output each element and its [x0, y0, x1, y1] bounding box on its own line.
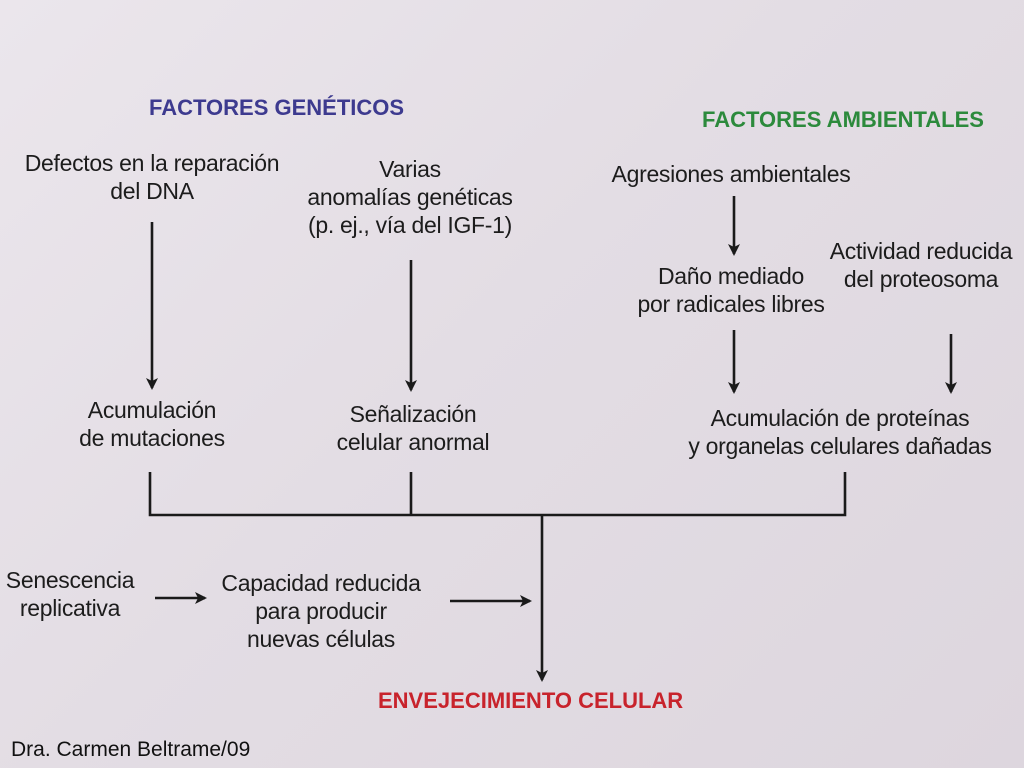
- merge-bracket: [148, 472, 847, 517]
- header-factores-ambientales: FACTORES AMBIENTALES: [702, 107, 984, 132]
- node-replicative-senescence: Senescencia replicativa: [5, 567, 135, 621]
- node-dna-repair-defects: Defectos en la reparación del DNA: [24, 150, 280, 204]
- node-reduced-capacity: Capacidad reducida para producir nuevas …: [221, 570, 421, 652]
- node-protein-organelle-accumulation: Acumulación de proteínas y organelas cel…: [688, 405, 992, 459]
- header-factores-geneticos: FACTORES GENÉTICOS: [149, 95, 405, 120]
- node-environmental-aggressions: Agresiones ambientales: [611, 161, 851, 187]
- node-mutation-accumulation: Acumulación de mutaciones: [79, 397, 225, 451]
- author-credit: Dra. Carmen Beltrame/09: [11, 738, 251, 761]
- header-envejecimiento-celular: ENVEJECIMIENTO CELULAR: [378, 688, 684, 713]
- node-free-radical-damage: Daño mediado por radicales libres: [637, 263, 825, 317]
- node-abnormal-signaling: Señalización celular anormal: [336, 401, 490, 455]
- node-reduced-proteasome: Actividad reducida del proteosoma: [829, 238, 1013, 292]
- node-genetic-anomalies: Varias anomalías genéticas (p. ej., vía …: [307, 156, 513, 238]
